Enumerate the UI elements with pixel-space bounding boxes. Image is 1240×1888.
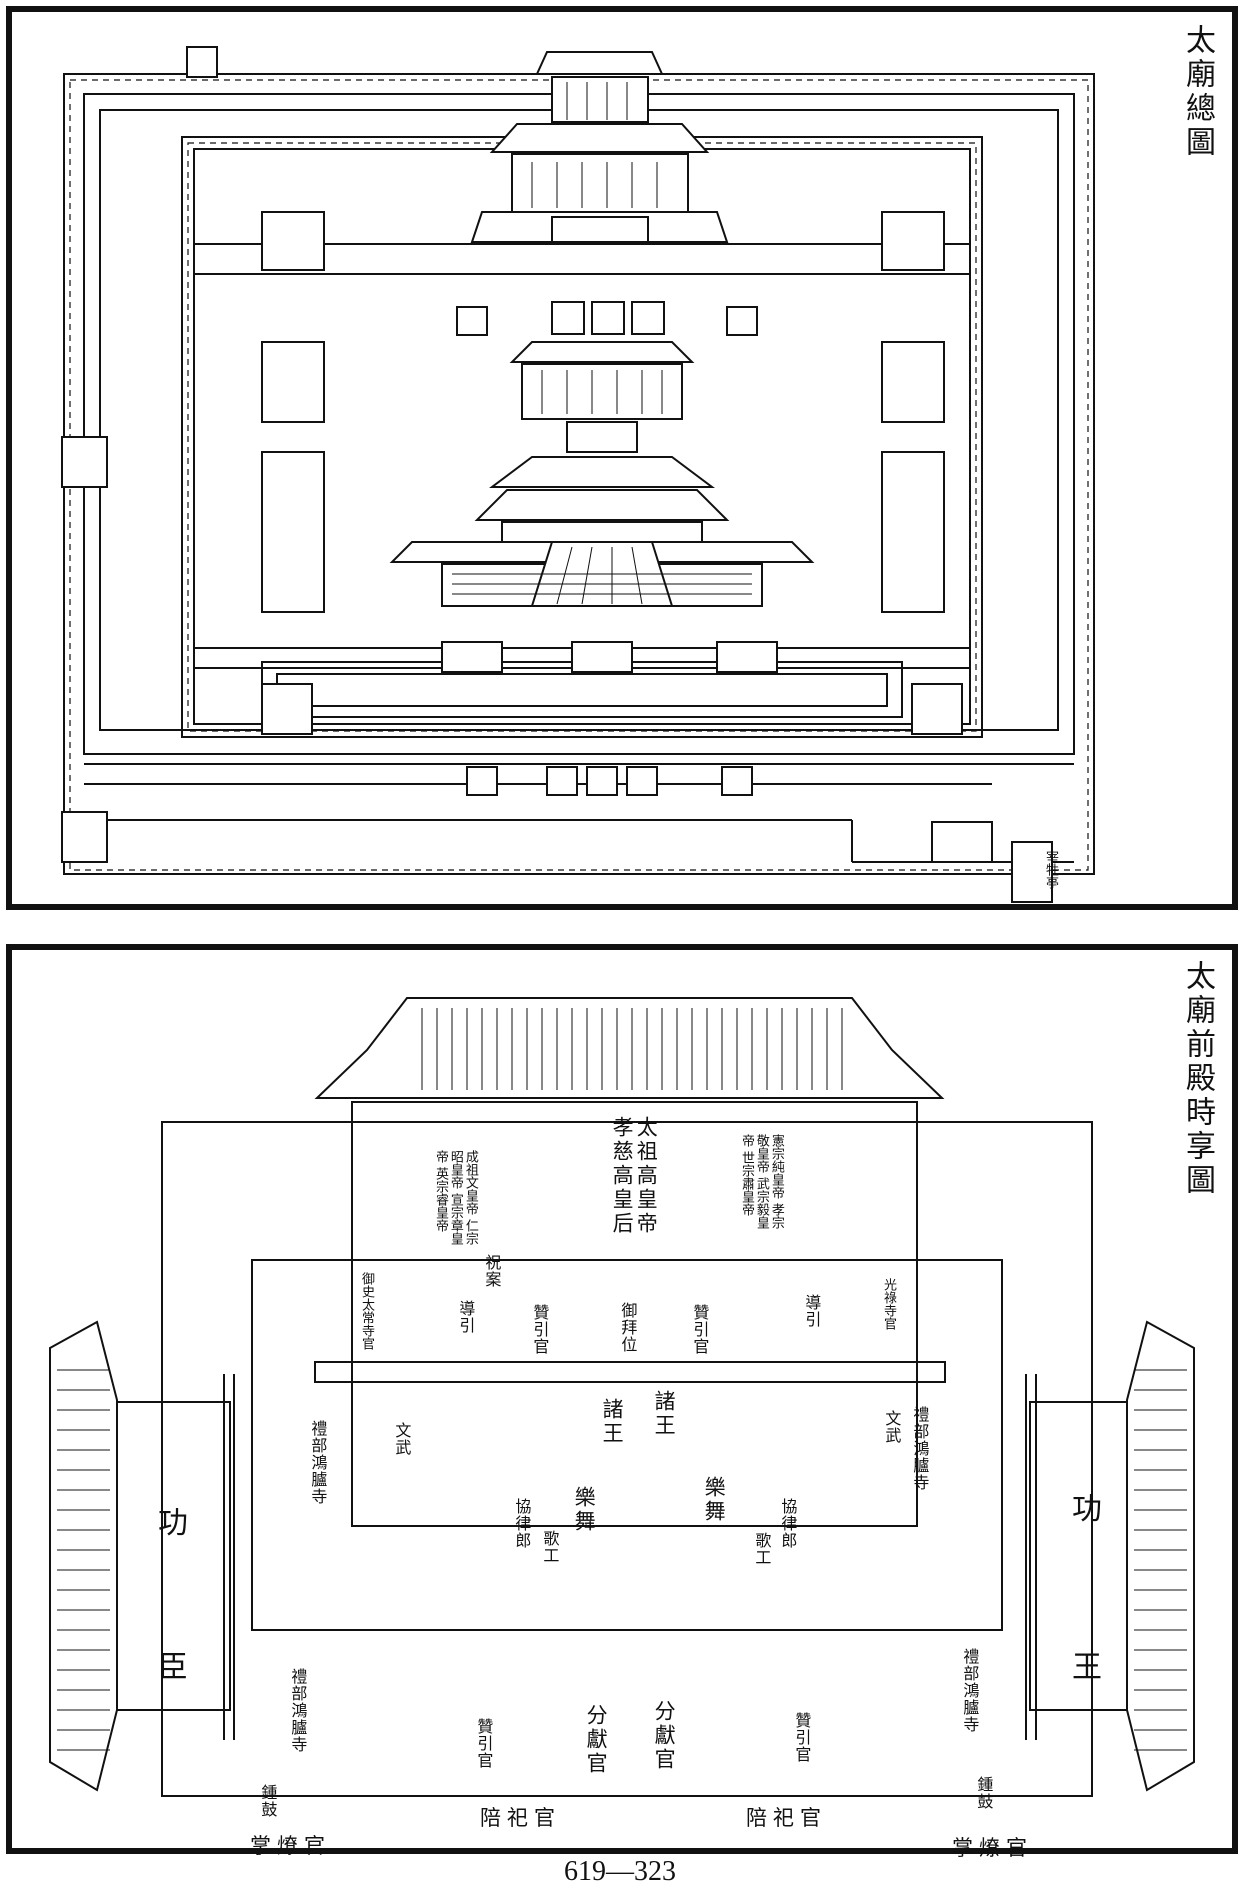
shrine-center-label: 太祖高皇帝 孝慈高皇后 <box>610 1116 659 1236</box>
temple-plan-drawing <box>61 46 1095 903</box>
attendant-officials-left-label: 陪祀官 <box>480 1806 561 1830</box>
front-hall-ceremony-drawing <box>49 997 1195 1797</box>
bottom-panel-title: 太廟前殿時享圖 <box>1180 960 1215 1198</box>
xielv-right-label: 協律郎 <box>778 1498 798 1549</box>
slaughter-pavilion-label: 宰牲亭 <box>1042 850 1058 889</box>
princes-right-label: 諸王 <box>652 1390 677 1438</box>
lower-left-zanyin-label: 贊引官 <box>474 1718 494 1769</box>
courtyard-left-ministry-label: 禮部鴻臚寺 <box>308 1420 328 1505</box>
shrine-right-label: 憲宗純皇帝 孝宗敬皇帝 武宗毅皇帝 世宗肅皇帝 <box>738 1134 784 1230</box>
hall-right-zanyin-label: 贊引官 <box>690 1304 710 1355</box>
singers-left-label: 歌工 <box>540 1530 560 1564</box>
hall-left-officials-label: 御史太常寺官 <box>358 1272 374 1350</box>
singers-right-label: 歌工 <box>752 1532 772 1566</box>
right-hall-bottom-char: 王 <box>1072 1650 1102 1685</box>
overall-plan-panel: 太廟總圖 宰牲亭 <box>6 6 1238 910</box>
fire-officer-right-label: 掌燎官 <box>952 1836 1033 1860</box>
lower-right-ministry-label: 禮部鴻臚寺 <box>960 1648 980 1733</box>
left-hall-bottom-char: 臣 <box>158 1650 188 1685</box>
courtyard-left-civil-military-label: 文武 <box>392 1422 412 1456</box>
xielv-left-label: 協律郎 <box>512 1498 532 1549</box>
hall-right-daoyin-label: 導引 <box>802 1294 822 1328</box>
hall-right-officials-label: 光祿寺官 <box>880 1278 896 1330</box>
courtyard-right-ministry-label: 禮部鴻臚寺 <box>910 1406 930 1491</box>
sub-offerer-right-label: 分獻官 <box>652 1700 677 1772</box>
music-dance-left-label: 樂舞 <box>572 1486 597 1534</box>
left-hall-top-char: 功 <box>158 1506 188 1541</box>
page-number: 619—323 <box>564 1856 676 1887</box>
sub-offerer-left-label: 分獻官 <box>584 1704 609 1776</box>
music-dance-right-label: 樂舞 <box>702 1476 727 1524</box>
top-panel-title: 太廟總圖 <box>1180 24 1215 160</box>
zhu-table-label: 祝案 <box>482 1254 502 1288</box>
shrine-left-label: 成祖文皇帝 仁宗昭皇帝 宣宗章皇帝 英宗睿皇帝 <box>432 1150 478 1246</box>
right-hall-top-char: 功 <box>1072 1492 1102 1527</box>
courtyard-right-civil-military-label: 文武 <box>882 1410 902 1444</box>
front-hall-ceremony-panel: 太廟前殿時享圖 太祖高皇帝 孝慈高皇后 成祖文皇帝 仁宗昭皇帝 宣宗章皇帝 英宗… <box>6 944 1238 1860</box>
attendant-officials-right-label: 陪祀官 <box>746 1806 827 1830</box>
bell-drum-right-label: 鍾鼓 <box>974 1776 994 1810</box>
bell-drum-left-label: 鍾鼓 <box>258 1784 278 1818</box>
imperial-bow-position-label: 御拜位 <box>618 1302 638 1353</box>
hall-left-daoyin-label: 導引 <box>456 1300 476 1334</box>
hall-left-zanyin-label: 贊引官 <box>530 1304 550 1355</box>
fire-officer-left-label: 掌燎官 <box>250 1834 331 1858</box>
lower-left-ministry-label: 禮部鴻臚寺 <box>288 1668 308 1753</box>
princes-left-label: 諸王 <box>600 1398 625 1446</box>
lower-right-zanyin-label: 贊引官 <box>792 1712 812 1763</box>
